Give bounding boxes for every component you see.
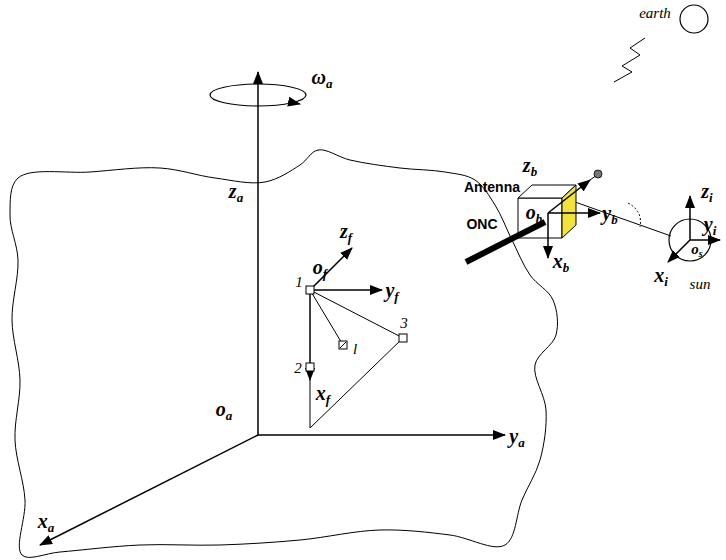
y-axis (258, 434, 505, 436)
feature-point (306, 363, 314, 371)
rotation-ellipse (210, 84, 306, 106)
radio-link (614, 38, 645, 82)
zf-axis (310, 248, 352, 290)
axis-label: zf (340, 221, 352, 244)
triangle-edge (310, 338, 403, 428)
yf-axis (310, 289, 382, 291)
axis-label: ωa (312, 67, 333, 90)
circle-outline (680, 5, 708, 33)
point-number: 1 (295, 275, 303, 290)
feature-point (339, 341, 347, 349)
point-number: l (353, 342, 357, 357)
axis-label: yb (602, 203, 617, 226)
sun-circle: ossun (668, 218, 712, 262)
yb-axis (548, 212, 600, 214)
node-text: sun (690, 277, 711, 292)
rotation-arrow (290, 102, 300, 104)
xb-axis (547, 213, 549, 258)
axis-label: ob (526, 202, 543, 225)
sun-line (575, 202, 671, 236)
axis-label: xf (316, 383, 330, 406)
triangle-edge (310, 380, 311, 428)
zb-axis (548, 180, 590, 213)
feature-point (399, 334, 407, 342)
axis-label: oa (216, 399, 233, 422)
circle-outline (669, 219, 711, 261)
axis-label: zi (701, 181, 712, 204)
point-number: 2 (294, 361, 302, 376)
part-name: ONC (464, 217, 499, 231)
xi-axis (668, 240, 690, 262)
circle-outline (668, 218, 712, 262)
axis-label: xb (553, 251, 570, 274)
z-axis (257, 72, 259, 435)
earth-circle: earth (679, 4, 709, 34)
point-number: 3 (400, 316, 408, 331)
axis-label: xi (654, 265, 668, 288)
node-text: os (691, 242, 702, 259)
circle-outline (679, 4, 709, 34)
axis-label: of (313, 257, 327, 280)
axis-label: zb (523, 155, 537, 178)
feature-point-mark (340, 342, 346, 348)
asteroid-outline (10, 150, 557, 558)
axis-label: yf (385, 280, 398, 303)
zi-axis (689, 196, 691, 240)
axis-label: xa (38, 511, 55, 534)
x-axis (40, 435, 258, 545)
part-name: Antenna (464, 180, 520, 194)
axis-label: za (229, 181, 243, 204)
node-text: earth (639, 6, 671, 21)
feature-point (306, 286, 314, 294)
axis-label: ya (509, 426, 524, 449)
angle-arc (628, 203, 641, 227)
antenna-dish (594, 170, 602, 178)
